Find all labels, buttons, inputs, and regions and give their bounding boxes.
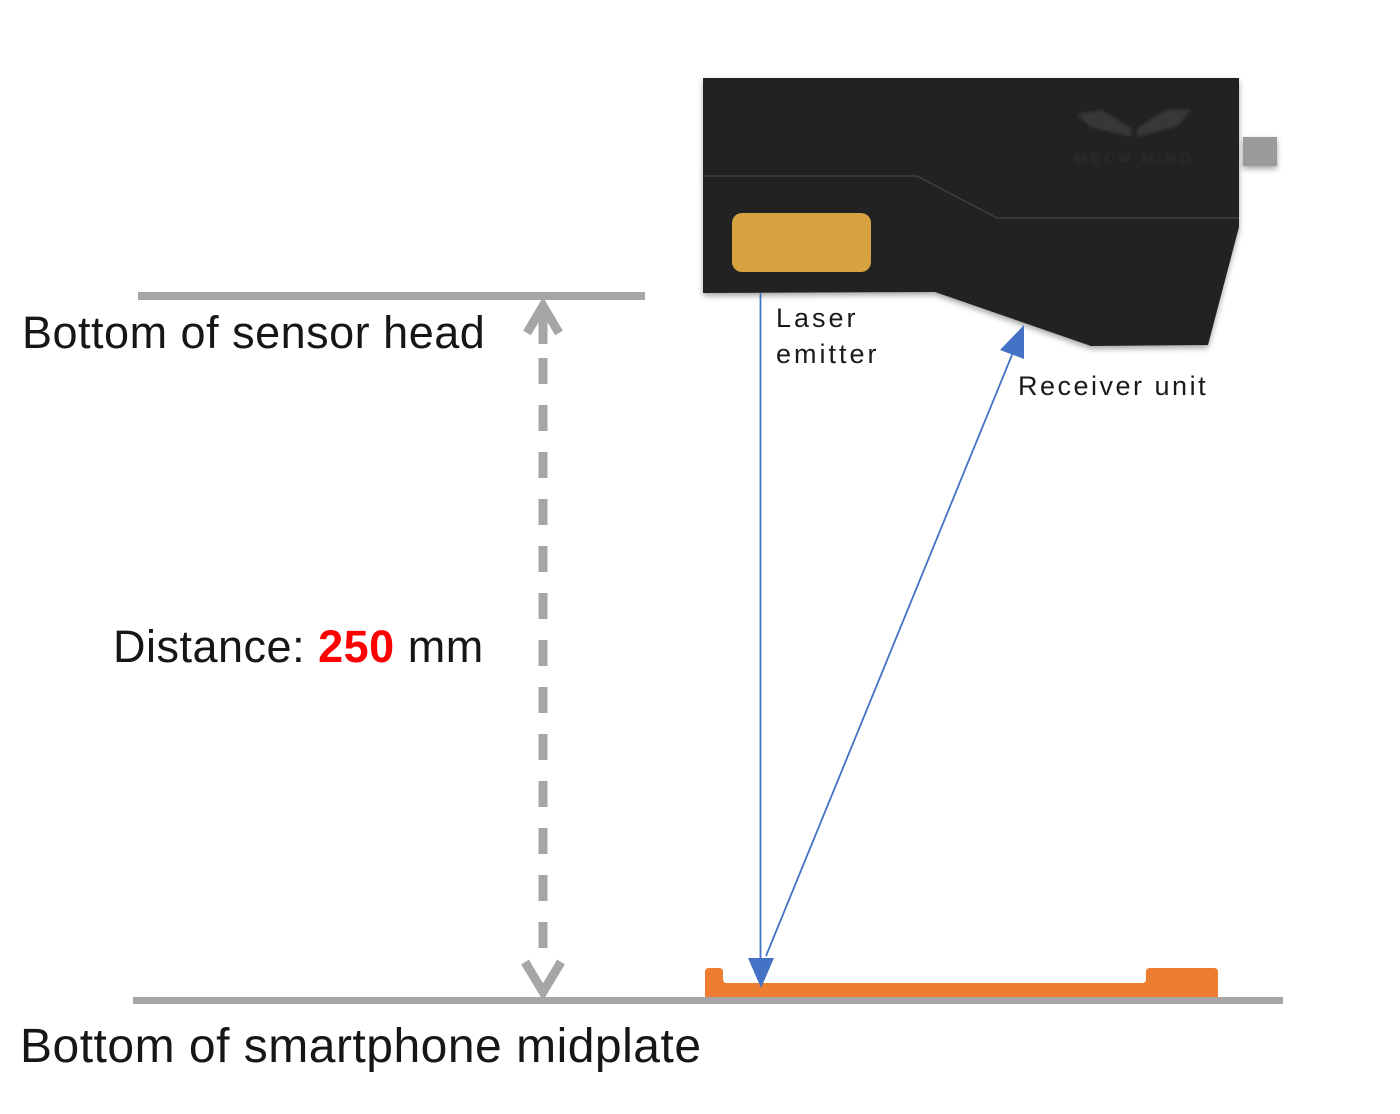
sensor-head-line-label: Bottom of sensor head bbox=[22, 307, 486, 358]
distance-label: Distance: 250 mm bbox=[113, 620, 484, 674]
receiver-unit-label: Receiver unit bbox=[1018, 371, 1209, 401]
sensor-head-device: MECH MIND bbox=[703, 78, 1277, 346]
logo-left-wing-icon bbox=[1076, 110, 1131, 137]
distance-prefix: Distance: bbox=[113, 621, 306, 672]
mech-mind-logo: MECH MIND bbox=[1074, 109, 1193, 168]
sensor-body-seam bbox=[703, 175, 1239, 219]
logo-right-wing-icon bbox=[1137, 109, 1192, 137]
distance-arrow bbox=[521, 297, 565, 1001]
midplate-line-label: Bottom of smartphone midplate bbox=[20, 1020, 702, 1073]
receiver-beam-arrow-head bbox=[1000, 325, 1024, 359]
connector-tab bbox=[1243, 137, 1277, 166]
laser-beam-arrow-head bbox=[748, 958, 774, 988]
distance-arrow-up-head bbox=[523, 297, 563, 336]
distance-value: 250 bbox=[318, 621, 395, 672]
distance-arrow-down-head bbox=[521, 959, 565, 1001]
smartphone-midplate-shape bbox=[705, 968, 1218, 997]
logo-text: MECH MIND bbox=[1074, 151, 1193, 168]
laser-emitter-label: Laser emitter bbox=[776, 303, 880, 369]
midplate-reference-line bbox=[133, 997, 1283, 1004]
receiver-beam-arrow bbox=[765, 325, 1024, 957]
laser-beam-arrow bbox=[748, 293, 774, 988]
sensor-head-reference-line bbox=[138, 292, 645, 300]
laser-emitter-window bbox=[732, 213, 871, 272]
sensor-head-body bbox=[703, 78, 1239, 346]
distance-unit: mm bbox=[407, 621, 484, 672]
